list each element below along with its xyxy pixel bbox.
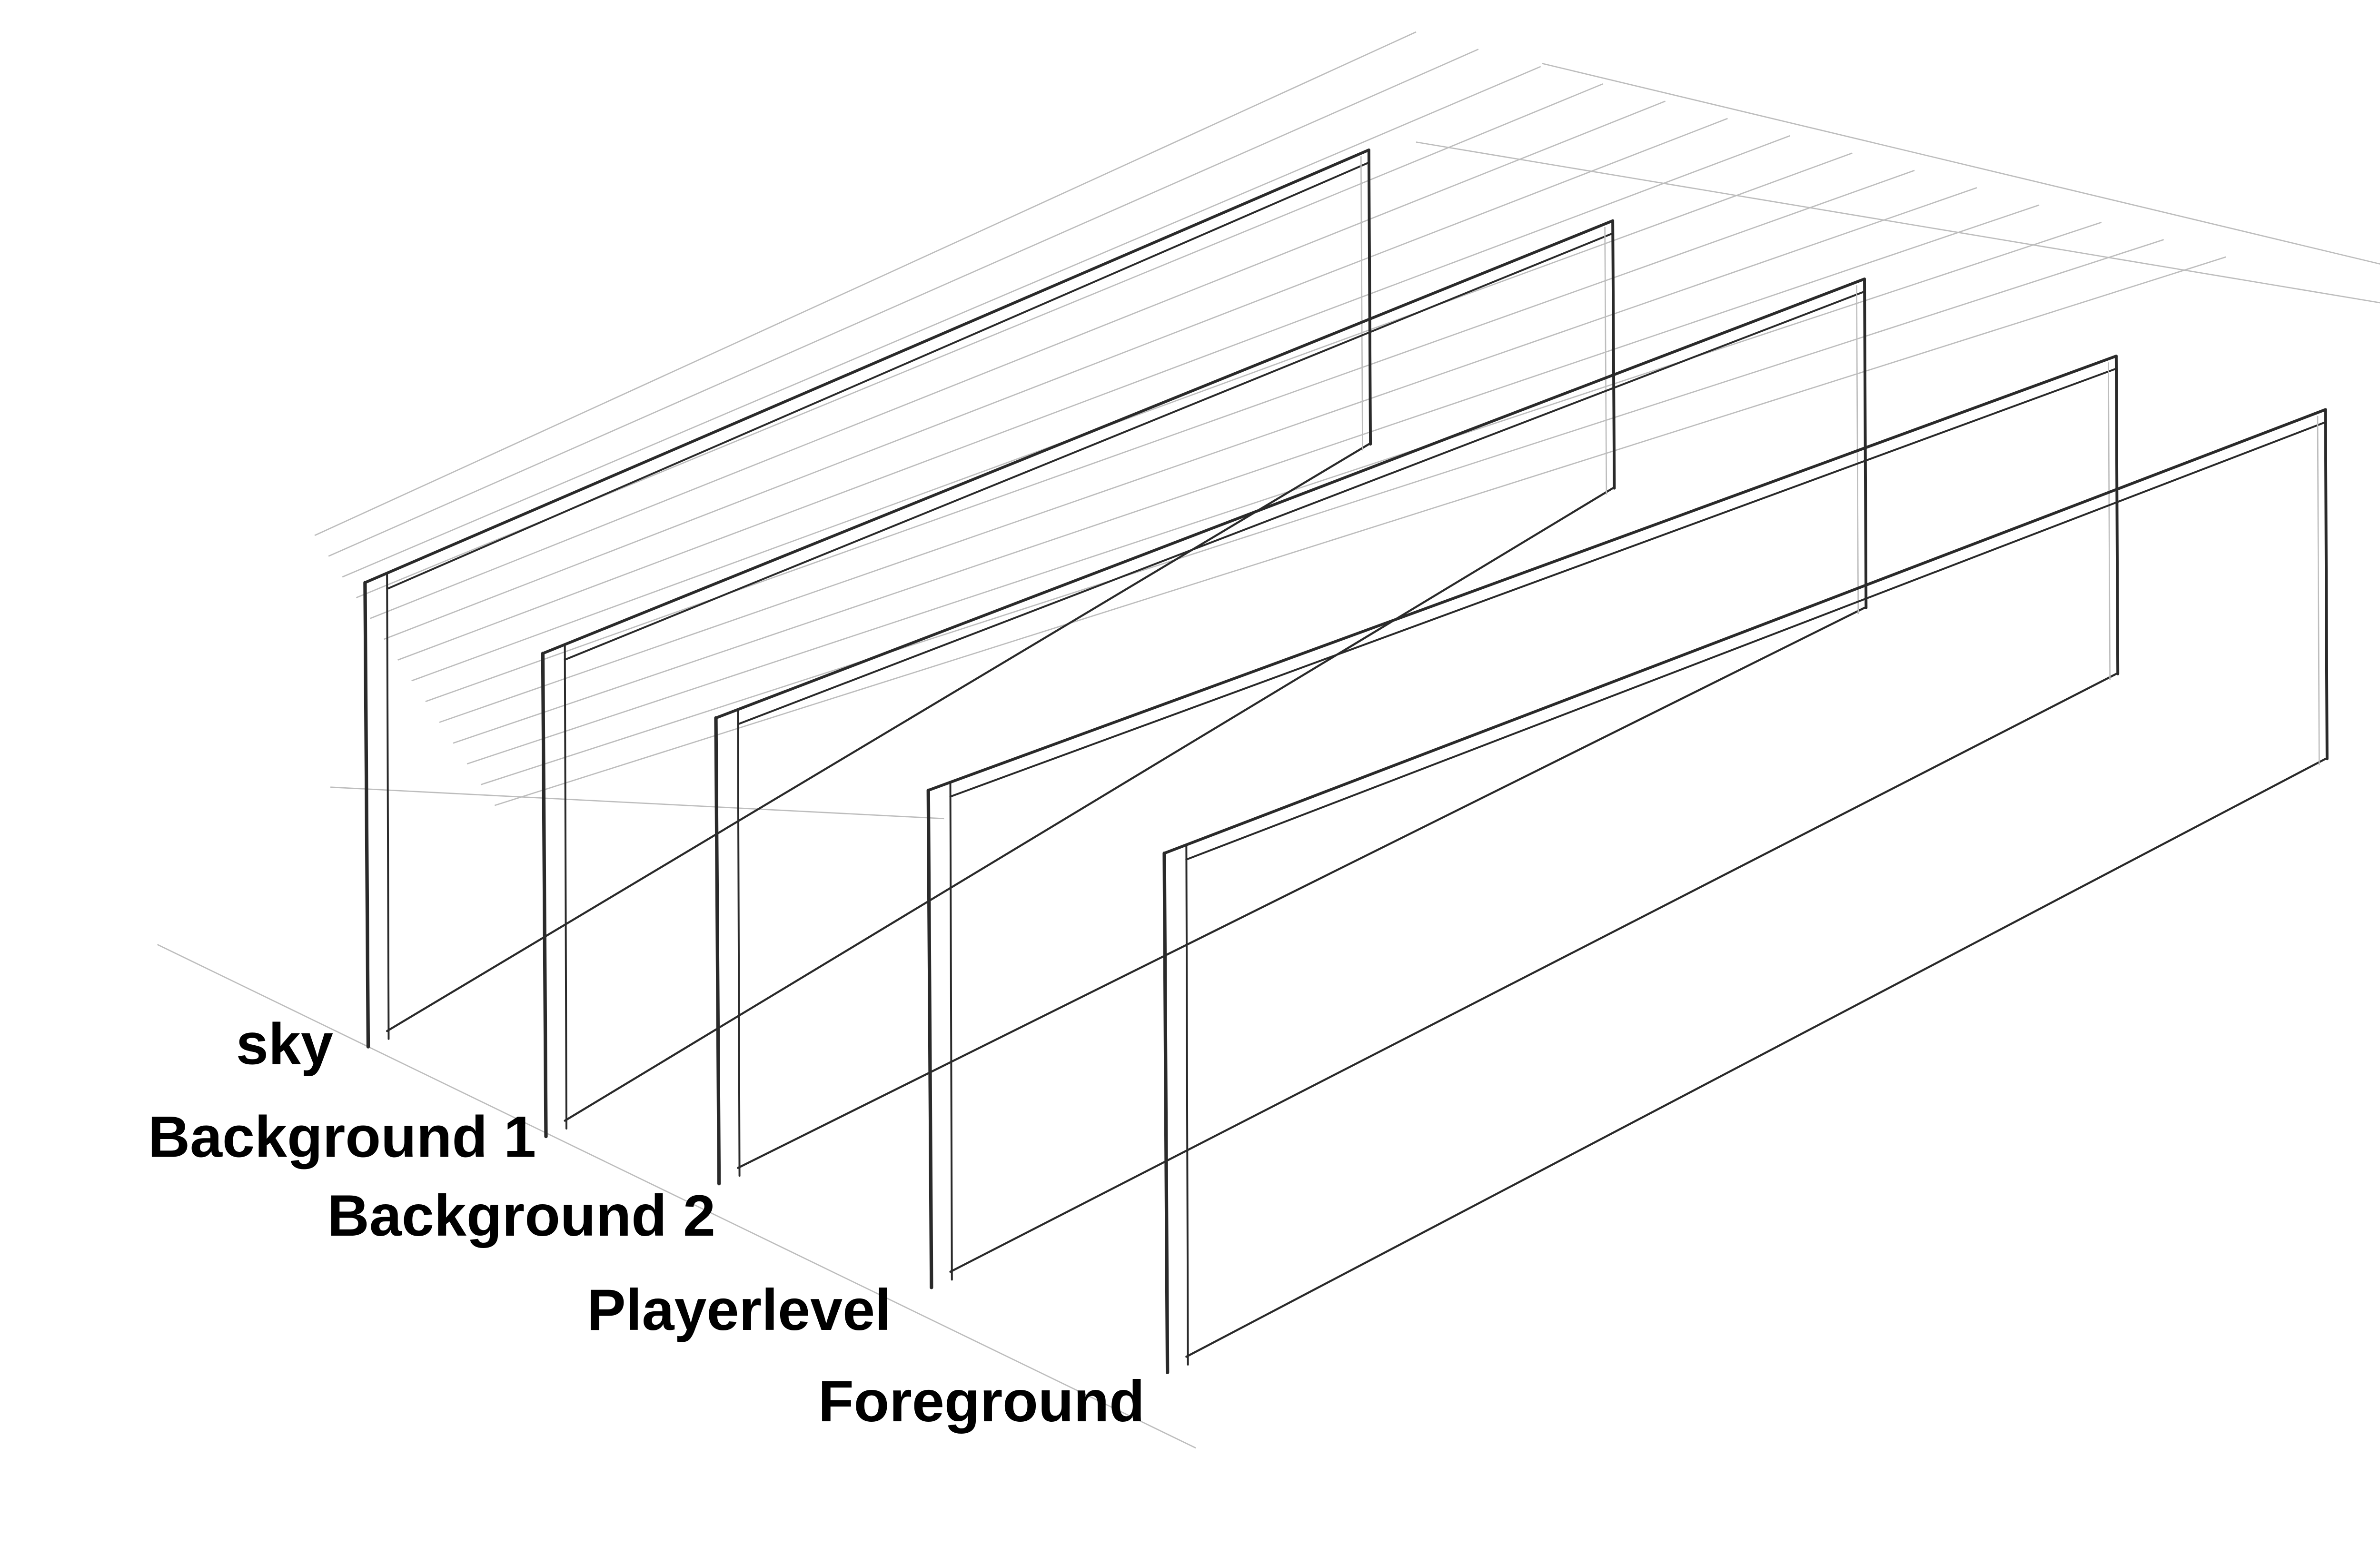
label-foreground: Foreground: [818, 1368, 1145, 1434]
layer-panel-5: [1162, 408, 2329, 1375]
construction-lines: [157, 31, 2380, 1449]
panel-bottom-edge: [949, 673, 2118, 1273]
label-sky: sky: [236, 1011, 333, 1077]
panel-top-edge: [1185, 421, 2327, 861]
panel-front-edge: [1185, 844, 1189, 1366]
panel-bottom-edge: [1185, 758, 2327, 1358]
panel-front-edge: [949, 781, 953, 1281]
label-background-1: Background 1: [148, 1104, 536, 1169]
construction-line: [425, 169, 1915, 703]
construction-line: [1416, 141, 2380, 304]
panel-top-edge: [714, 277, 1866, 720]
panel-top-edge: [737, 290, 1865, 725]
panel-front-edge: [737, 709, 741, 1177]
construction-line: [397, 135, 1790, 661]
construction-line: [384, 118, 1728, 640]
construction-line: [411, 152, 1853, 682]
panel-back-edge: [1863, 277, 1868, 609]
label-playerlevel: Playerlevel: [587, 1277, 891, 1342]
construction-line: [480, 239, 2164, 785]
construction-line: [330, 786, 944, 820]
label-background-2: Background 2: [327, 1183, 715, 1248]
construction-line: [1542, 62, 2380, 265]
panel-front-edge: [1162, 851, 1170, 1375]
panel-back-edge: [1604, 227, 1607, 495]
panel-front-edge: [541, 652, 548, 1139]
panel-front-edge: [926, 788, 933, 1289]
panel-back-edge: [2114, 355, 2120, 675]
construction-line: [157, 944, 1196, 1449]
construction-line: [466, 221, 2102, 765]
panel-back-edge: [1611, 219, 1616, 490]
panel-front-edge: [386, 574, 390, 1040]
panel-back-edge: [2324, 408, 2329, 761]
construction-line: [328, 49, 1479, 557]
layer-panels: [363, 149, 2329, 1375]
panel-top-edge: [949, 367, 2117, 798]
panel-back-edge: [2317, 416, 2320, 765]
panel-top-edge: [541, 219, 1615, 655]
panel-back-edge: [2108, 362, 2111, 680]
panel-front-edge: [564, 644, 567, 1130]
panel-bottom-edge: [737, 606, 1866, 1169]
panel-bottom-edge: [564, 487, 1614, 1122]
panel-top-edge: [927, 355, 2118, 792]
panel-front-edge: [363, 581, 370, 1049]
construction-line: [439, 187, 1977, 723]
panel-front-edge: [714, 716, 721, 1186]
layer-panel-1: [363, 149, 1372, 1049]
layer-panel-3: [714, 277, 1868, 1186]
construction-line: [494, 256, 2226, 806]
panel-top-edge: [564, 232, 1614, 661]
layer-panel-2: [541, 219, 1616, 1139]
panel-top-edge: [363, 149, 1370, 585]
panel-top-edge: [386, 161, 1370, 590]
construction-line: [342, 66, 1541, 578]
construction-line: [314, 31, 1417, 536]
layer-labels: sky Background 1 Background 2 Playerleve…: [148, 1011, 1145, 1434]
panel-back-edge: [1367, 149, 1372, 446]
panel-bottom-edge: [386, 443, 1370, 1032]
construction-line: [369, 100, 1666, 619]
layer-panel-4: [926, 355, 2120, 1289]
construction-line: [453, 204, 2040, 744]
panel-top-edge: [1163, 408, 2327, 855]
panel-back-edge: [1360, 156, 1363, 451]
